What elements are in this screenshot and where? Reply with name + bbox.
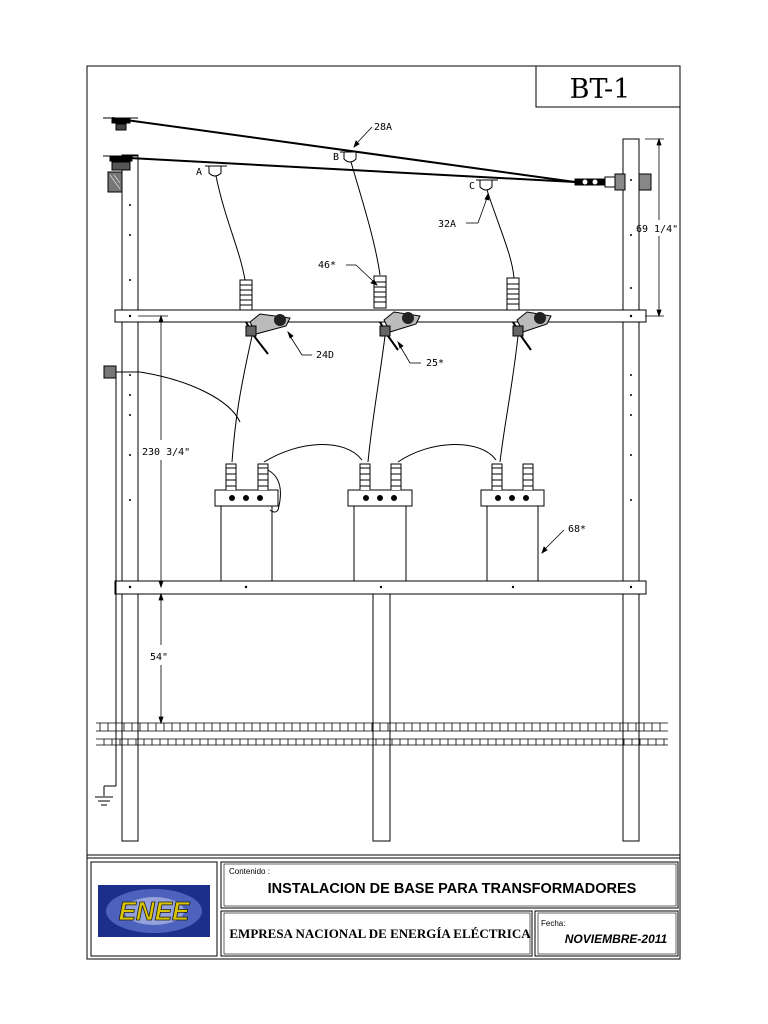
logo-text: ENEE xyxy=(119,896,190,926)
drawing-date: NOVIEMBRE-2011 xyxy=(565,932,668,946)
primary-leads xyxy=(139,335,519,463)
enee-logo: ENEE xyxy=(98,885,210,937)
logo-cell xyxy=(90,861,218,957)
callout-32a: 32A xyxy=(438,219,456,230)
callout-46: 46* xyxy=(318,260,336,271)
content-label: Contenido : xyxy=(229,867,270,876)
dimension-upper: 69 1/4" xyxy=(636,224,678,235)
transformer-3 xyxy=(480,463,545,582)
ground-line xyxy=(96,722,668,746)
dimension-lower: 54" xyxy=(150,652,168,663)
pole-bolts xyxy=(129,179,632,501)
upper-crossarm xyxy=(114,309,647,323)
sheet-id: BT-1 xyxy=(570,74,631,105)
dimension-middle: 230 3/4" xyxy=(142,447,190,458)
pole-center xyxy=(372,593,391,842)
pole-left xyxy=(121,154,139,842)
fuse-cutout-a xyxy=(239,279,291,355)
company-name: EMPRESA NACIONAL DE ENERGÍA ELÉCTRICA xyxy=(229,926,531,941)
callout-28a: 28A xyxy=(374,122,392,133)
phase-label-b: B xyxy=(333,152,339,163)
sheet-border xyxy=(86,65,681,960)
fuse-cutout-b xyxy=(373,275,421,351)
dead-end-assembly xyxy=(574,173,652,191)
phase-connectors xyxy=(205,151,498,191)
transformer-2 xyxy=(347,463,413,582)
drop-leads xyxy=(215,161,515,281)
callout-25: 25* xyxy=(426,358,444,369)
transformer-1 xyxy=(214,463,281,582)
ground-wire xyxy=(103,378,117,796)
phase-label-c: C xyxy=(469,181,475,192)
callout-leaders xyxy=(287,126,565,554)
phase-label-a: A xyxy=(196,167,202,178)
ground-symbol xyxy=(95,796,113,806)
sheet-id-box: BT-1 xyxy=(535,65,681,108)
dimension-lines xyxy=(138,137,664,725)
ground-lead-hardware xyxy=(103,365,140,379)
lower-crossarm xyxy=(114,580,647,595)
callout-68: 68* xyxy=(568,524,586,535)
title-block xyxy=(87,854,680,957)
overhead-conductors xyxy=(109,117,576,183)
callout-24d: 24D xyxy=(316,350,334,361)
drawing-title: INSTALACION DE BASE PARA TRANSFORMADORES xyxy=(268,881,637,897)
pole-right xyxy=(622,138,640,842)
fuse-cutout-c xyxy=(506,277,552,351)
date-label: Fecha: xyxy=(541,919,565,928)
